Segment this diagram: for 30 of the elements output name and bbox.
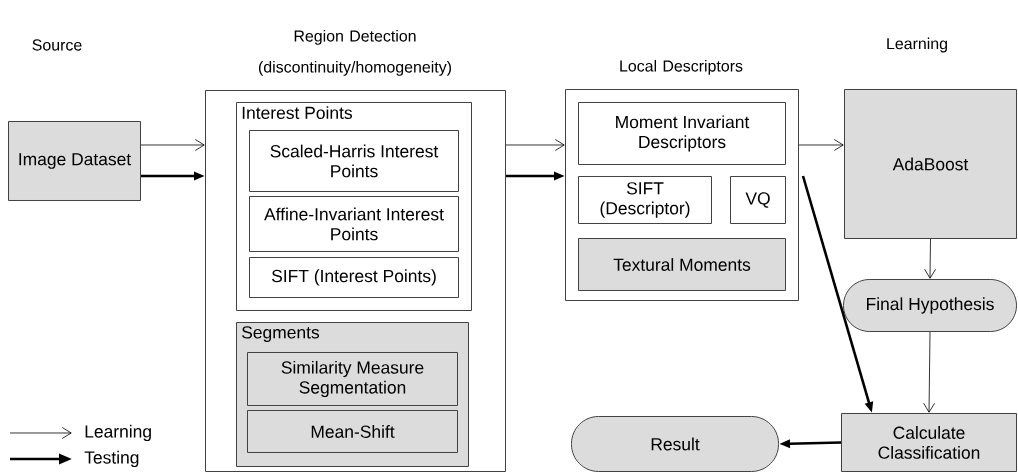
process-box (565, 59, 799, 301)
legend-label: Testing (84, 450, 139, 468)
process-box: Mean-Shift (247, 410, 458, 453)
process-box (236, 102, 472, 311)
arrow (924, 238, 936, 279)
heading: Local Descriptors (620, 59, 743, 75)
process-box (205, 29, 506, 472)
legend-label: Learning (85, 424, 151, 442)
heading: Segments (242, 326, 320, 342)
arrow (923, 331, 935, 413)
process-box: Textural Moments (578, 238, 786, 291)
column-heading: Source (32, 39, 82, 51)
column-heading: Learning (887, 37, 947, 53)
process-box: Moment Invariant Descriptors (578, 102, 786, 165)
process-box: AdaBoost (844, 89, 1017, 239)
process-box: Calculate Classification (841, 413, 1017, 472)
arrow (505, 139, 565, 151)
process-box: Scaled-Harris Interest Points (249, 130, 459, 192)
process-box: SIFT (Descriptor) (578, 176, 712, 224)
process-box: Affine-Invariant Interest Points (249, 196, 459, 252)
process-box: Similarity Measure Segmentation (247, 352, 458, 406)
process-box: VQ (730, 176, 786, 224)
process-box: Image Dataset (8, 121, 141, 201)
heading: Interest Points (242, 106, 352, 119)
heading: Region Detection (discontinuity/homogeneity) (258, 29, 451, 76)
terminal-box: Result (571, 416, 779, 472)
process-box: SIFT (Interest Points) (249, 257, 459, 298)
arrow (798, 139, 844, 151)
arrow (140, 139, 205, 151)
terminal-box: Final Hypothesis (843, 279, 1017, 332)
